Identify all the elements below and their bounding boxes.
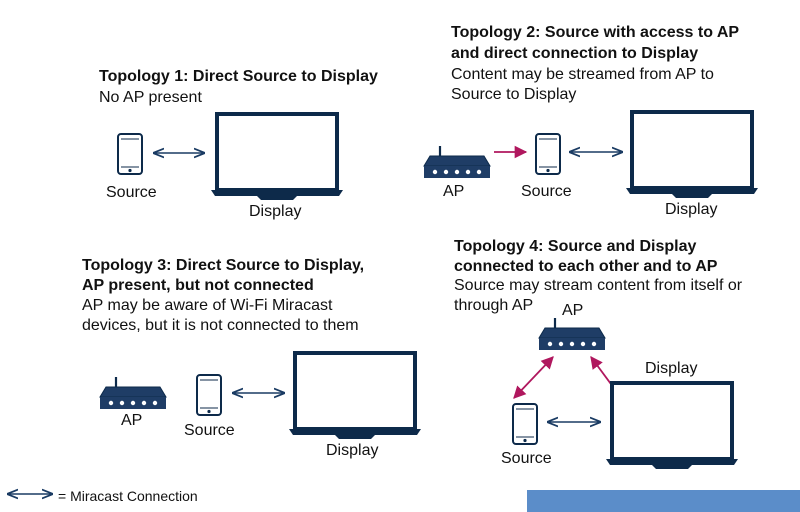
topology3-display-label: Display [326,442,379,459]
topology1-source-label: Source [106,184,157,201]
topology2-display-tv-icon [624,110,760,200]
topology4-ap-router-icon [537,316,607,352]
topology3-display-tv-icon [287,351,423,441]
topology2-display-label: Display [665,201,718,218]
topology4-title-line2: connected to each other and to AP [454,258,718,275]
topology4-subtitle-line2: through AP [454,297,534,314]
topology3-subtitle-line2: devices, but it is not connected to them [82,317,359,334]
topology3-title-line2: AP present, but not connected [82,277,314,294]
topology4-source-label: Source [501,450,552,467]
topology4-display-tv-icon [604,381,740,471]
topology2-subtitle-line1: Content may be streamed from AP to [451,66,714,83]
topology2-source-phone-icon [535,133,561,175]
footer-bar [527,490,800,512]
topology4-ap-label: AP [562,302,584,319]
topology1-subtitle: No AP present [99,89,202,106]
topology2-ap-label: AP [443,183,465,200]
topology2-subtitle-line2: Source to Display [451,86,577,103]
topology2-ap-router-icon [422,144,492,180]
topology3-source-phone-icon [196,374,222,416]
topology3-subtitle-line1: AP may be aware of Wi-Fi Miracast [82,297,333,314]
topology1-display-label: Display [249,203,302,220]
topology3-ap-router-icon [98,375,168,411]
topology4-subtitle-line1: Source may stream content from itself or [454,277,743,294]
topology3-source-label: Source [184,422,235,439]
topology2-title-line2: and direct connection to Display [451,45,699,62]
topology2-title-line1: Topology 2: Source with access to AP [451,24,740,41]
topology1-source-phone-icon [117,133,143,175]
topology4-ap-source-arrow [513,356,554,399]
topology1-title: Topology 1: Direct Source to Display [99,68,378,85]
topology1-display-tv-icon [209,112,345,202]
topology3-ap-label: AP [121,412,143,429]
topology4-display-label: Display [645,360,698,377]
topology2-source-label: Source [521,183,572,200]
legend-label: = Miracast Connection [58,488,198,504]
topology4-title-line1: Topology 4: Source and Display [454,238,697,255]
topology3-title-line1: Topology 3: Direct Source to Display, [82,257,365,274]
topology4-source-phone-icon [512,403,538,445]
